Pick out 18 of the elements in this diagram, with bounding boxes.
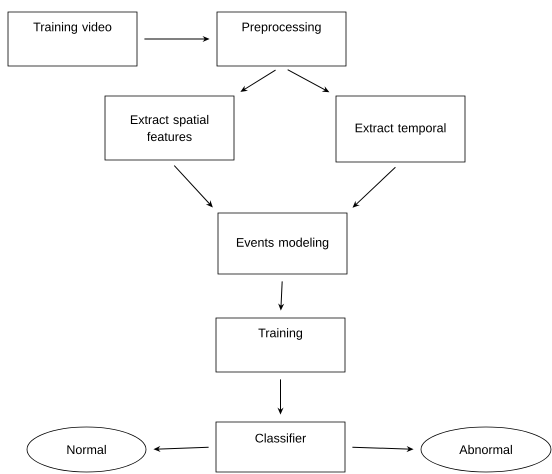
process-box xyxy=(216,422,346,472)
node-label: Abnormal xyxy=(459,444,512,454)
node-label: Training xyxy=(258,328,302,340)
process-box xyxy=(216,12,346,66)
node-label: Normal xyxy=(67,444,106,454)
process-box xyxy=(8,12,138,66)
process-box xyxy=(216,318,346,372)
process-box xyxy=(336,96,466,162)
node-label: Classifier xyxy=(255,433,306,443)
node-label: Extract temporal xyxy=(356,123,446,135)
process-box xyxy=(218,212,348,274)
process-box xyxy=(104,96,234,160)
node-label: Training video xyxy=(33,22,112,34)
node-label: Extract spatial features xyxy=(130,114,208,142)
node-label: Preprocessing xyxy=(242,22,321,34)
node-label: Events modeling xyxy=(236,238,328,250)
result-ellipse xyxy=(26,426,146,472)
result-ellipse xyxy=(420,426,552,472)
